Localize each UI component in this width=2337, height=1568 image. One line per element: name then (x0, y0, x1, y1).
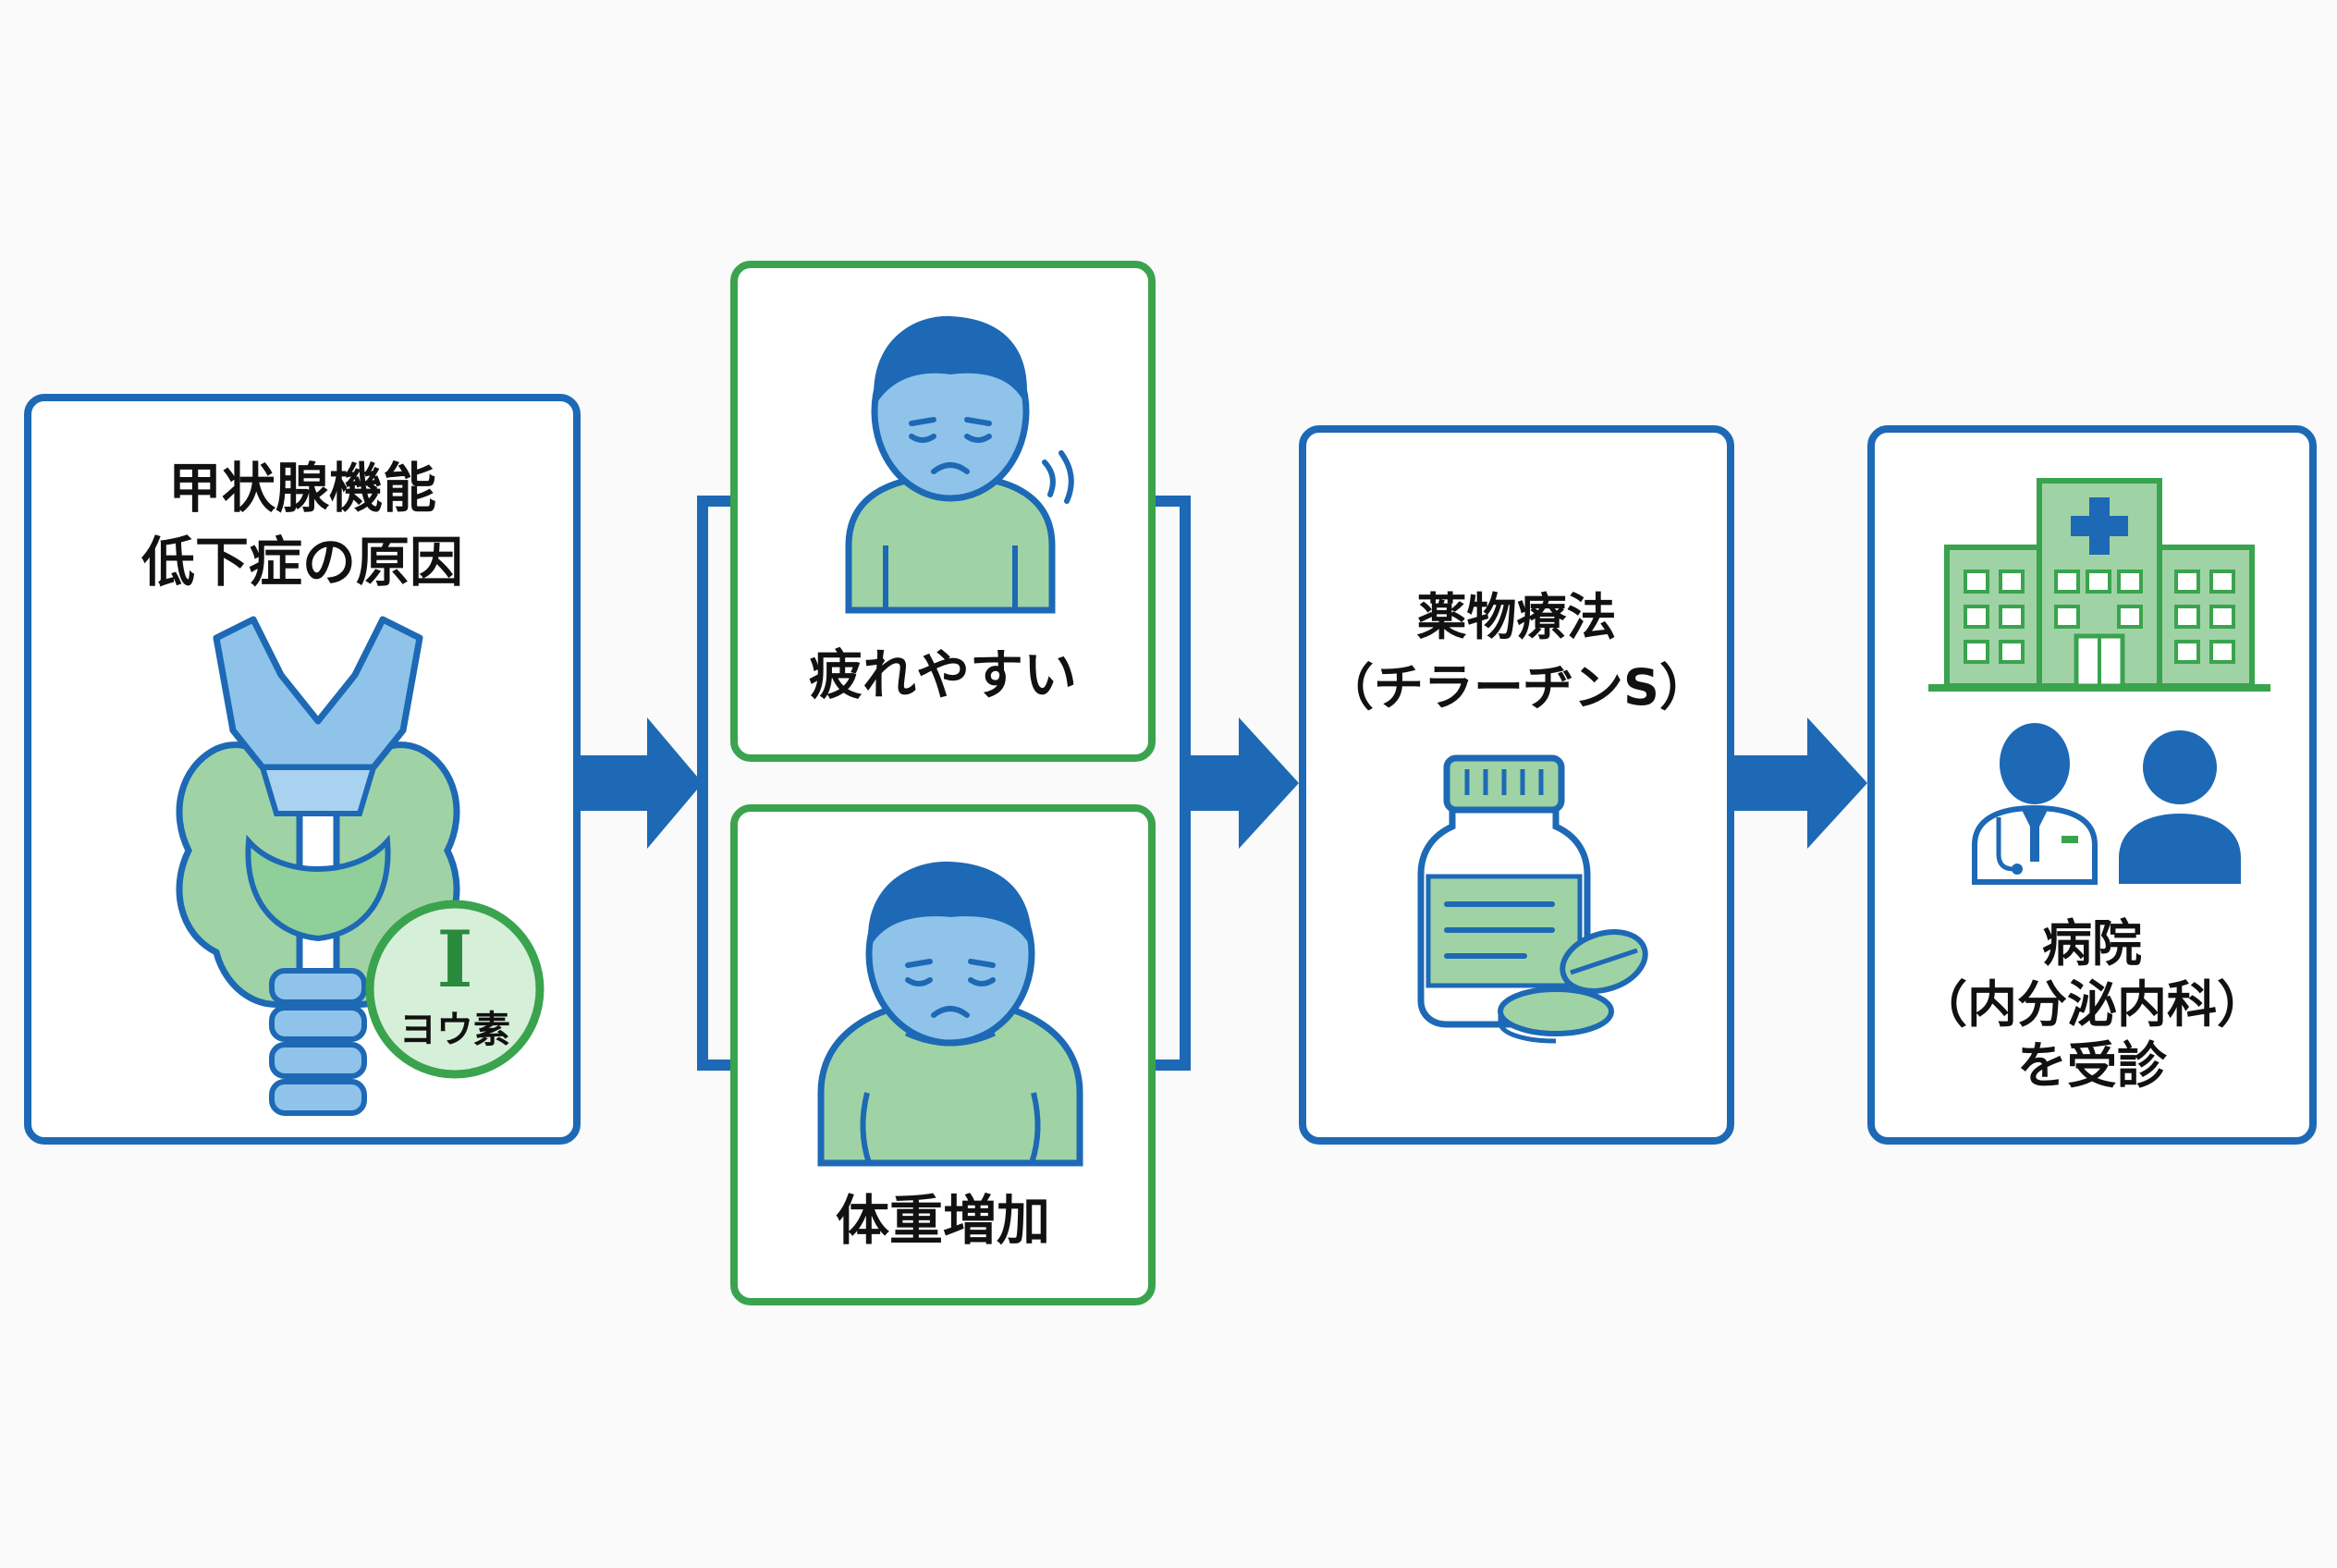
arrow-right-icon (581, 717, 703, 849)
iodine-symbol: I (436, 913, 473, 1005)
cause-title-line1: 甲状腺機能 (167, 457, 436, 520)
hospital-label-line2: （内分泌内科） (1917, 975, 2267, 1034)
hospital-building-icon (1928, 478, 2270, 692)
cause-title-line2: 低下症の原因 (141, 531, 463, 594)
treatment-title-line1: 薬物療法 (1416, 588, 1617, 646)
iodine-label: ヨウ素 (399, 1009, 510, 1051)
cause-card: 甲状腺機能 低下症の原因 I ヨウ素 (24, 394, 581, 1145)
hospital-card: 病院 （内分泌内科） を受診 (1867, 425, 2317, 1145)
hospital-label-line1: 病院 (2042, 914, 2142, 973)
treatment-title-line2: （チラーヂンS） (1324, 658, 1709, 717)
arrow-right-icon (1185, 717, 1299, 849)
medicine-bottle-icon (1417, 754, 1648, 1044)
left-bracket (697, 496, 730, 1071)
weight-gain-person-icon (817, 861, 1083, 1167)
iodine-badge-icon (365, 900, 544, 1079)
right-bracket (1156, 496, 1191, 1071)
doctor-icon (1972, 723, 2098, 885)
treatment-card: 薬物療法 （チラーヂンS） (1299, 425, 1734, 1145)
arrow-right-icon (1734, 717, 1867, 849)
thyroid-icon (176, 616, 460, 1116)
symptom-card-tired: 疲れやすい (730, 261, 1156, 762)
hospital-label-line3: を受診 (2017, 1036, 2167, 1095)
symptom-card-weight: 体重増加 (730, 804, 1156, 1305)
symptom-label-tired: 疲れやすい (808, 643, 1077, 706)
symptom-label-weight: 体重増加 (835, 1189, 1050, 1252)
tired-person-icon (845, 315, 1074, 614)
patient-icon (2119, 730, 2241, 884)
